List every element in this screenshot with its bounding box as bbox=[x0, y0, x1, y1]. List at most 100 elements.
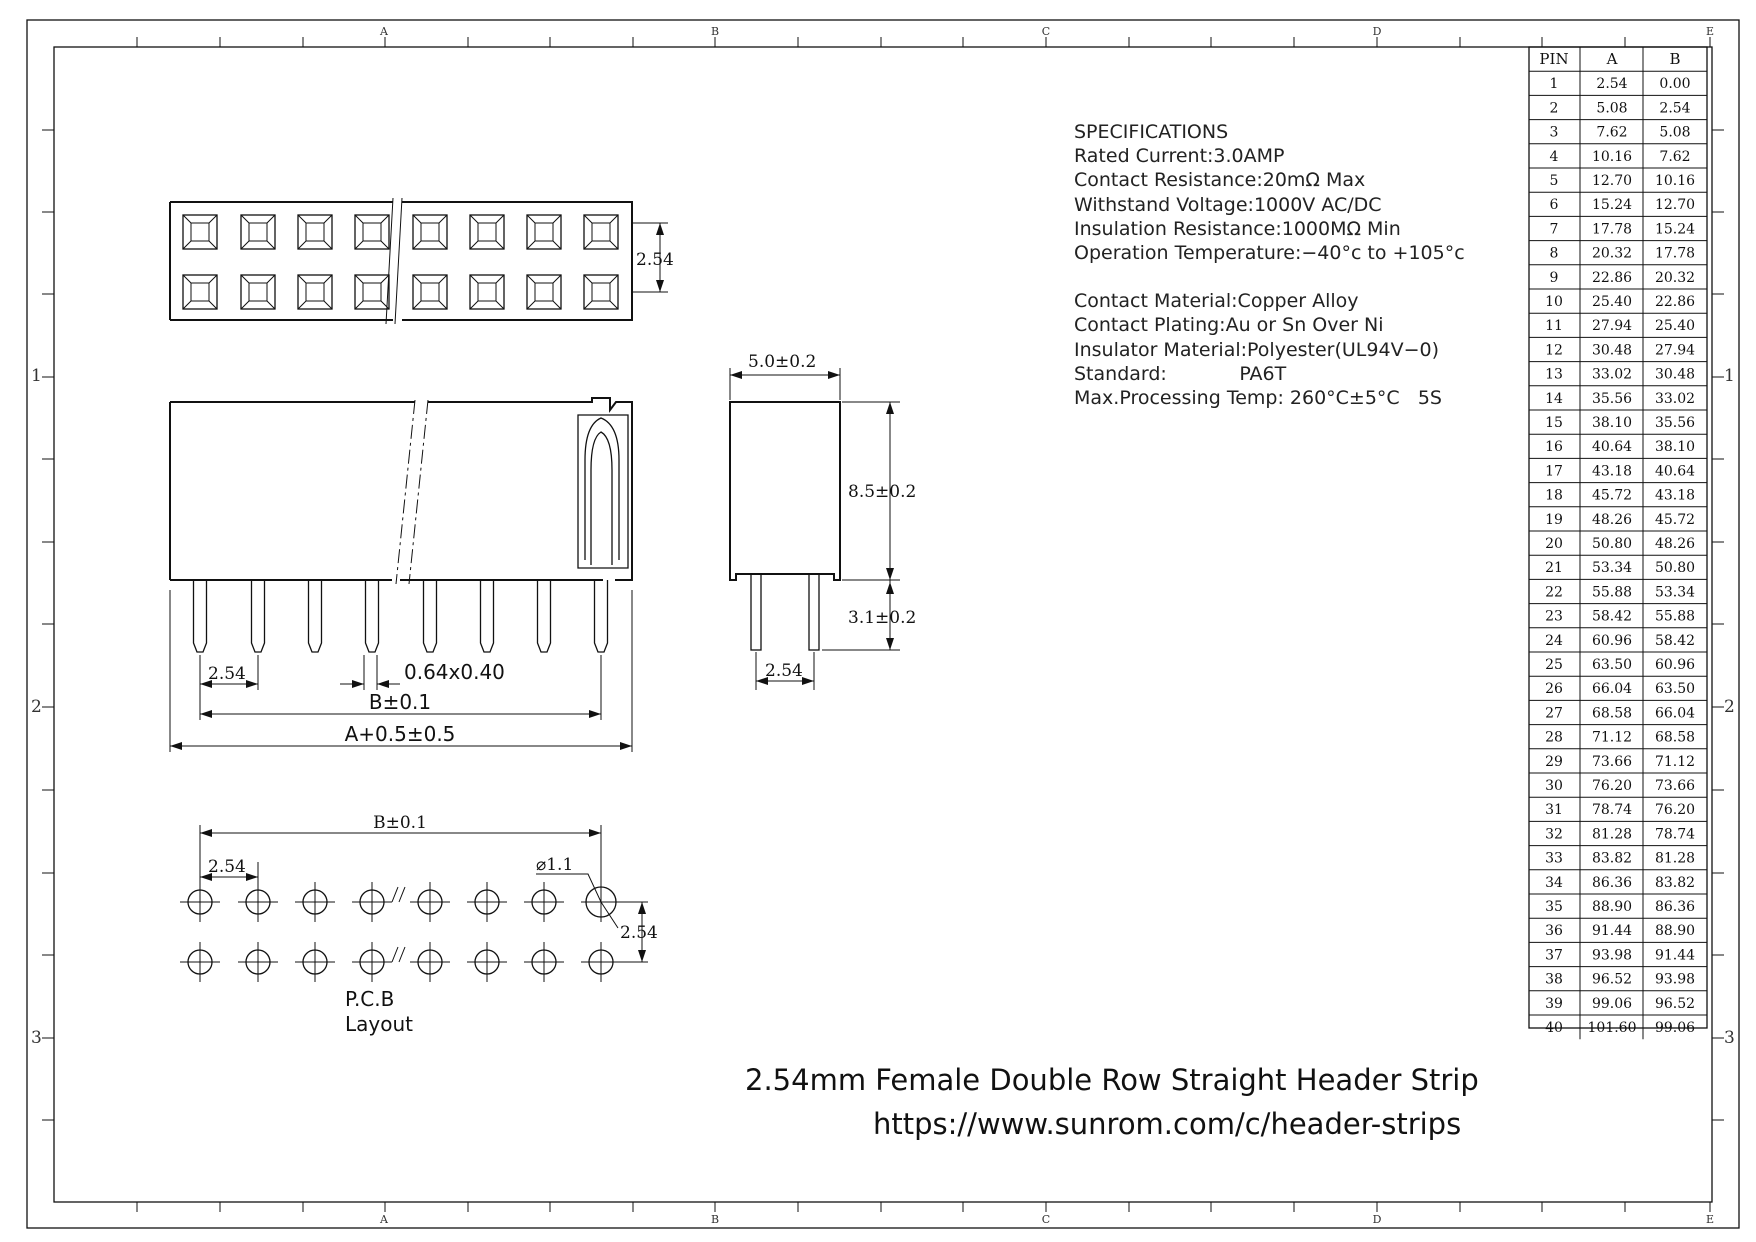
table-cell-b: 73.66 bbox=[1655, 778, 1695, 794]
col-label-d-top: D bbox=[1373, 25, 1382, 38]
table-cell-pin: 3 bbox=[1550, 125, 1559, 141]
table-cell-b: 12.70 bbox=[1655, 197, 1695, 213]
contact-cavity bbox=[354, 214, 390, 250]
table-cell-pin: 14 bbox=[1545, 391, 1563, 407]
table-cell-b: 78.74 bbox=[1655, 826, 1695, 842]
specifications-block: SPECIFICATIONS Rated Current:3.0AMP Cont… bbox=[1074, 121, 1465, 409]
table-cell-pin: 6 bbox=[1550, 197, 1559, 213]
header-pin bbox=[536, 580, 552, 653]
spec-line: Insulator Material:Polyester(UL94V−0) bbox=[1074, 339, 1439, 361]
row-label-3-right: 3 bbox=[1724, 1028, 1735, 1048]
col-label-e-top: E bbox=[1706, 25, 1714, 38]
table-cell-b: 5.08 bbox=[1659, 125, 1690, 141]
table-cell-b: 81.28 bbox=[1655, 851, 1695, 867]
table-cell-b: 96.52 bbox=[1655, 996, 1695, 1012]
spec-line: Withstand Voltage:1000V AC/DC bbox=[1074, 194, 1382, 216]
b-dim-label: B±0.1 bbox=[369, 690, 431, 714]
col-label-a-bottom: A bbox=[379, 1213, 389, 1226]
table-header-b: B bbox=[1669, 50, 1680, 68]
table-cell-pin: 13 bbox=[1545, 367, 1563, 383]
table-cell-a: 43.18 bbox=[1592, 463, 1632, 479]
top-view-contacts bbox=[182, 214, 619, 310]
table-cell-pin: 24 bbox=[1545, 633, 1563, 649]
table-cell-pin: 31 bbox=[1545, 802, 1563, 818]
pin-section-label: 0.64x0.40 bbox=[404, 660, 505, 684]
table-cell-a: 83.82 bbox=[1592, 851, 1632, 867]
pcb-pitch-v-label: 2.54 bbox=[620, 923, 658, 943]
contact-cavity bbox=[297, 214, 333, 250]
table-cell-b: 20.32 bbox=[1655, 270, 1695, 286]
table-cell-pin: 38 bbox=[1545, 972, 1563, 988]
table-cell-pin: 23 bbox=[1545, 609, 1563, 625]
table-cell-a: 22.86 bbox=[1592, 270, 1632, 286]
side-pin-label: 3.1±0.2 bbox=[848, 608, 916, 628]
side-width-label: 5.0±0.2 bbox=[748, 352, 816, 372]
table-cell-a: 101.60 bbox=[1588, 1020, 1637, 1036]
front-view: 2.54 0.64x0.40 B±0.1 A+0.5±0.5 bbox=[169, 397, 633, 752]
table-header-pin: PIN bbox=[1539, 50, 1568, 68]
spec-line: Insulation Resistance:1000MΩ Min bbox=[1074, 218, 1401, 240]
table-cell-b: 99.06 bbox=[1655, 1020, 1695, 1036]
table-cell-pin: 17 bbox=[1545, 463, 1563, 479]
contact-cavity bbox=[526, 274, 562, 310]
contact-cavity bbox=[412, 274, 448, 310]
table-cell-a: 63.50 bbox=[1592, 657, 1632, 673]
table-cell-b: 55.88 bbox=[1655, 609, 1695, 625]
table-cell-a: 33.02 bbox=[1592, 367, 1632, 383]
col-label-c-top: C bbox=[1042, 25, 1050, 38]
spec-line: Standard: PA6T bbox=[1074, 363, 1287, 385]
table-cell-b: 38.10 bbox=[1655, 439, 1695, 455]
col-label-a-top: A bbox=[379, 25, 389, 38]
table-cell-a: 73.66 bbox=[1592, 754, 1632, 770]
table-cell-pin: 33 bbox=[1545, 851, 1563, 867]
table-cell-pin: 7 bbox=[1550, 221, 1559, 237]
spec-line: Contact Material:Copper Alloy bbox=[1074, 290, 1359, 312]
frame-row-labels: 1 2 3 1 2 3 bbox=[31, 366, 1735, 1048]
pcb-b-dim-label: B±0.1 bbox=[373, 813, 427, 833]
row-label-1-right: 1 bbox=[1724, 366, 1735, 386]
table-cell-a: 71.12 bbox=[1592, 730, 1632, 746]
table-cell-b: 10.16 bbox=[1655, 173, 1695, 189]
table-cell-b: 83.82 bbox=[1655, 875, 1695, 891]
table-cell-pin: 35 bbox=[1545, 899, 1563, 915]
col-label-b-top: B bbox=[711, 25, 719, 38]
front-pitch-label: 2.54 bbox=[208, 664, 246, 684]
pcb-pitch-h-label: 2.54 bbox=[208, 857, 246, 877]
table-cell-a: 5.08 bbox=[1596, 100, 1627, 116]
table-cell-pin: 20 bbox=[1545, 536, 1563, 552]
table-cell-pin: 29 bbox=[1545, 754, 1563, 770]
table-cell-pin: 1 bbox=[1550, 76, 1559, 92]
table-cell-a: 91.44 bbox=[1592, 923, 1632, 939]
table-cell-a: 93.98 bbox=[1592, 947, 1632, 963]
table-cell-b: 43.18 bbox=[1655, 488, 1695, 504]
table-cell-a: 2.54 bbox=[1596, 76, 1627, 92]
table-cell-pin: 2 bbox=[1550, 100, 1559, 116]
contact-cavity bbox=[240, 214, 276, 250]
table-cell-a: 86.36 bbox=[1592, 875, 1632, 891]
table-cell-pin: 19 bbox=[1545, 512, 1563, 528]
table-cell-pin: 15 bbox=[1545, 415, 1563, 431]
pcb-layout: B±0.1 2.54 ⌀1.1 2.54 P.C.B Layout bbox=[180, 813, 658, 1036]
contact-cavity bbox=[526, 214, 562, 250]
table-cell-b: 0.00 bbox=[1659, 76, 1690, 92]
col-label-e-bottom: E bbox=[1706, 1213, 1714, 1226]
table-cell-a: 76.20 bbox=[1592, 778, 1632, 794]
table-cell-pin: 34 bbox=[1545, 875, 1563, 891]
table-cell-b: 93.98 bbox=[1655, 972, 1695, 988]
header-pin bbox=[479, 580, 495, 653]
table-cell-b: 60.96 bbox=[1655, 657, 1695, 673]
contact-cavity bbox=[583, 274, 619, 310]
table-cell-b: 58.42 bbox=[1655, 633, 1695, 649]
table-cell-a: 15.24 bbox=[1592, 197, 1632, 213]
table-cell-a: 50.80 bbox=[1592, 536, 1632, 552]
table-cell-a: 48.26 bbox=[1592, 512, 1632, 528]
contact-cavity bbox=[297, 274, 333, 310]
contact-cavity bbox=[354, 274, 390, 310]
table-cell-a: 25.40 bbox=[1592, 294, 1632, 310]
spec-line: Max.Processing Temp: 260°C±5°C 5S bbox=[1074, 387, 1442, 409]
table-cell-a: 40.64 bbox=[1592, 439, 1632, 455]
row-label-2-right: 2 bbox=[1724, 697, 1735, 717]
spec-line: Operation Temperature:−40°c to +105°c bbox=[1074, 242, 1465, 264]
table-cell-b: 88.90 bbox=[1655, 923, 1695, 939]
